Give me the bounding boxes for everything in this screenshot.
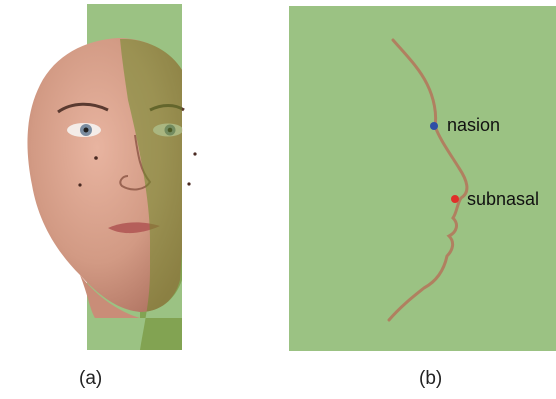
panel-a-caption: (a) (79, 368, 102, 390)
nasion-label: nasion (447, 115, 500, 135)
subnasal-landmark (451, 195, 459, 203)
subnasal-label: subnasal (467, 189, 539, 209)
panel-b-caption: (b) (419, 368, 442, 390)
sagittal-plane-section (289, 6, 556, 351)
profile-illustration: nasion subnasal (289, 6, 556, 351)
panel-b-profile: nasion subnasal (289, 6, 556, 351)
nasion-landmark (430, 122, 438, 130)
panel-a-face-scan (0, 0, 230, 360)
face-scan-illustration (0, 0, 230, 360)
